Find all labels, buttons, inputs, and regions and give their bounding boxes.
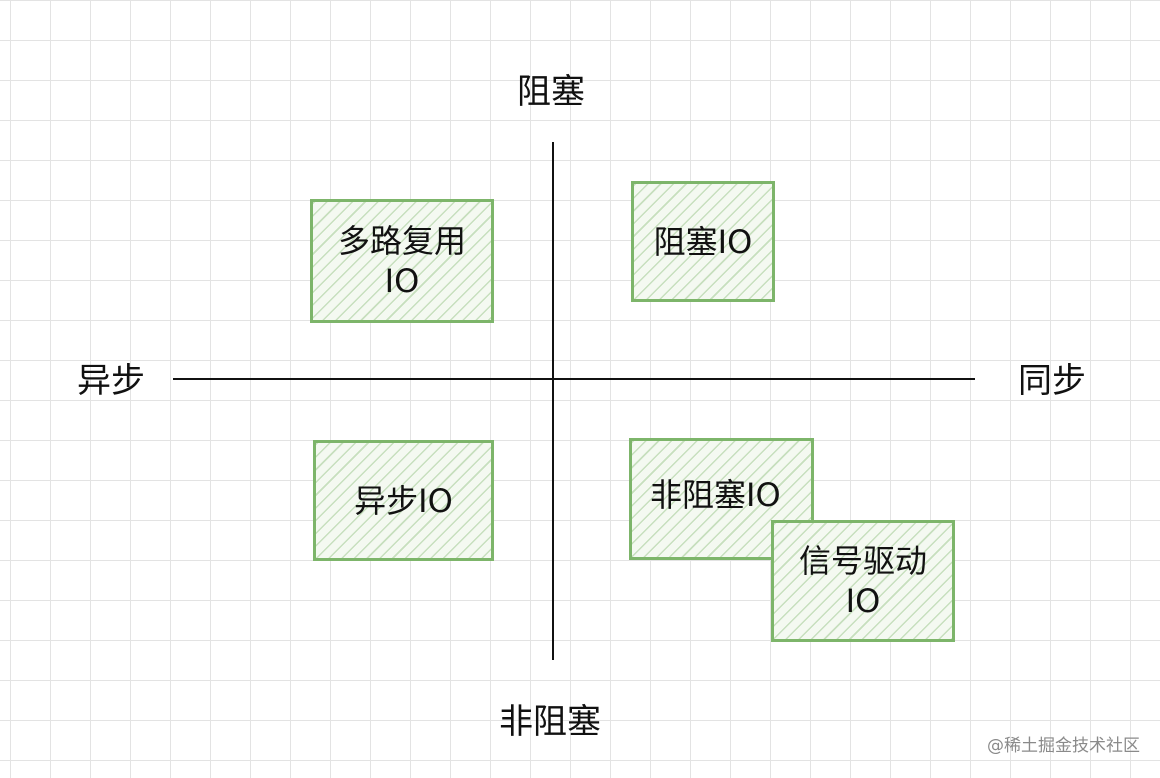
axis-label-blocking: 阻塞 [517, 72, 585, 112]
nonblocking-io-box: 非阻塞IO [629, 438, 814, 560]
blocking-io-box: 阻塞IO [631, 181, 775, 302]
signal-driven-io-label: 信号驱动 IO [798, 542, 927, 620]
io-multiplexing-label: 多路复用 IO [337, 222, 466, 300]
watermark: @稀土掘金技术社区 [987, 736, 1140, 756]
axis-label-async: 异步 [77, 361, 145, 401]
async-io-label: 异步IO [354, 481, 453, 520]
axis-label-sync: 同步 [1018, 361, 1086, 401]
async-io-box: 异步IO [313, 440, 494, 561]
blocking-io-label: 阻塞IO [653, 222, 753, 261]
nonblocking-io-label: 非阻塞IO [650, 476, 781, 514]
signal-driven-io-box: 信号驱动 IO [771, 520, 955, 642]
io-multiplexing-box: 多路复用 IO [310, 199, 494, 323]
axis-label-nonblocking: 非阻塞 [499, 702, 601, 742]
